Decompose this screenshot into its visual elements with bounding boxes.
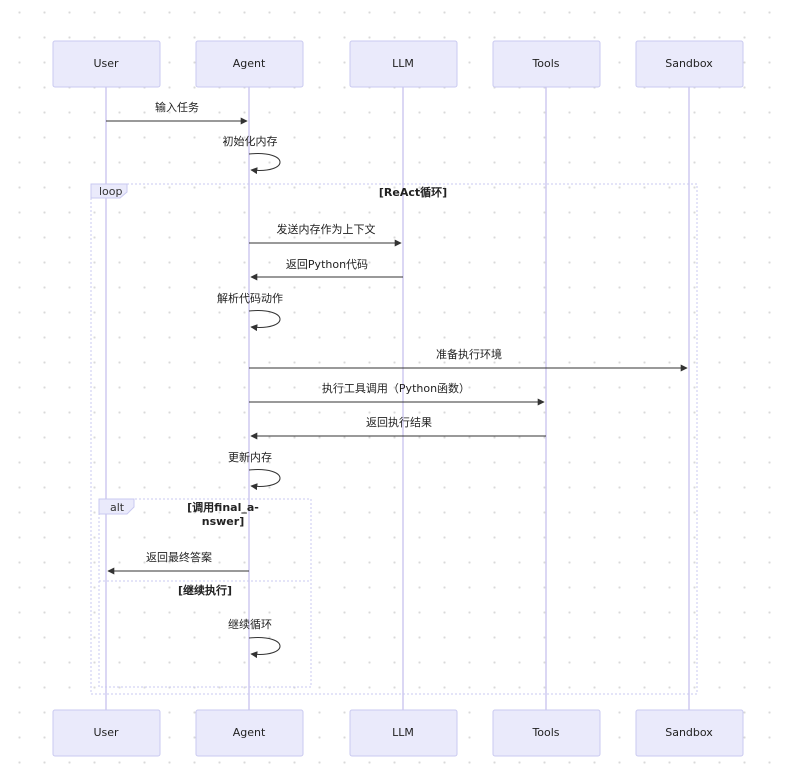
message-label: 返回Python代码 [286,258,368,271]
alt-condition-line2: nswer] [202,515,244,528]
message-self-arrow [248,469,281,491]
actor-label: Tools [531,726,559,739]
message-return-code: 返回Python代码 [250,258,403,281]
message-label: 返回执行结果 [366,415,432,429]
alt-condition-line1: [调用final_a- [187,500,259,514]
actor-label: Tools [531,57,559,70]
message-send-context: 发送内存作为上下文 [249,222,402,247]
message-prepare-env: 准备执行环境 [249,347,688,372]
loop-keyword: loop [99,185,123,198]
actors-bottom: User Agent LLM Tools Sandbox [52,709,744,757]
message-label: 执行工具调用（Python函数） [322,381,470,395]
actors-top: User Agent LLM Tools Sandbox [52,40,744,88]
loop-frame-tab [90,183,128,199]
message-parse-action: 解析代码动作 [217,291,283,332]
message-self-arrow [248,153,281,175]
actor-tools-bottom: Tools [492,709,601,757]
message-label: 发送内存作为上下文 [277,222,376,236]
message-continue-loop: 继续循环 [228,617,281,659]
alt-keyword: alt [110,501,125,514]
alt-else-condition: [继续执行] [178,583,232,597]
message-self-arrow [248,310,281,332]
actor-sandbox-top: Sandbox [635,40,744,88]
alt-frame-border [98,498,312,688]
actor-user-top: User [52,40,161,88]
actor-agent-bottom: Agent [195,709,304,757]
actor-label: LLM [392,57,414,70]
message-label: 更新内存 [228,450,272,464]
message-label: 初始化内存 [223,134,278,148]
actor-label: User [93,57,119,70]
message-label: 继续循环 [228,617,272,631]
message-return-result: 返回执行结果 [250,415,546,440]
alt-frame: alt [调用final_a- nswer] [继续执行] [98,498,312,688]
message-input-task: 输入任务 [106,100,248,125]
message-update-memory: 更新内存 [228,450,281,491]
message-label: 解析代码动作 [217,291,283,305]
alt-frame-tab [98,498,135,515]
actor-label: User [93,726,119,739]
messages: 输入任务 初始化内存 发送内存作为上下文 返回Python代码 解析代码动作 准… [106,100,688,659]
actor-label: LLM [392,726,414,739]
actor-llm-top: LLM [349,40,458,88]
loop-frame-border [90,183,698,695]
lifelines [105,87,690,710]
message-execute-tool: 执行工具调用（Python函数） [249,381,545,406]
actor-agent-top: Agent [195,40,304,88]
actor-label: Agent [233,57,266,70]
message-label: 准备执行环境 [436,347,502,361]
actor-tools-top: Tools [492,40,601,88]
message-return-final-answer: 返回最终答案 [107,550,249,575]
loop-condition: [ReAct循环] [379,185,447,199]
loop-frame: loop [ReAct循环] [90,183,698,695]
message-label: 输入任务 [155,100,199,114]
actor-user-bottom: User [52,709,161,757]
actor-label: Sandbox [665,57,713,70]
message-self-arrow [248,637,281,659]
actor-llm-bottom: LLM [349,709,458,757]
actor-label: Sandbox [665,726,713,739]
message-label: 返回最终答案 [146,550,212,564]
message-init-memory: 初始化内存 [223,134,281,175]
actor-sandbox-bottom: Sandbox [635,709,744,757]
actor-label: Agent [233,726,266,739]
